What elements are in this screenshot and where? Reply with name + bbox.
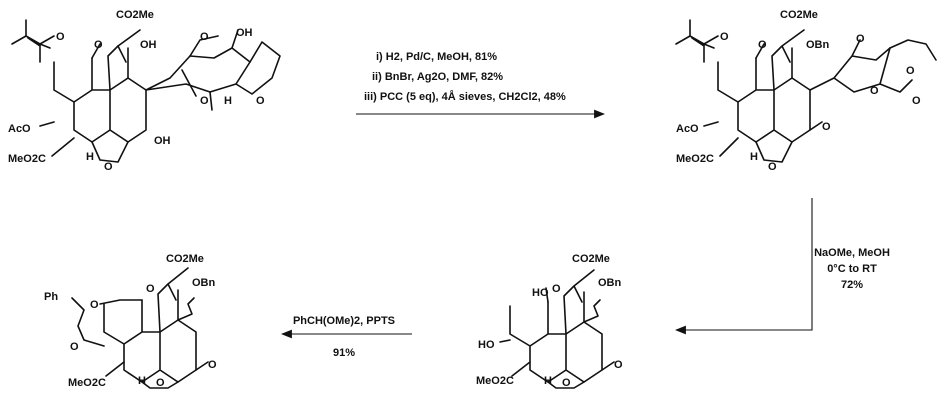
atom-label: OH [154,135,171,147]
atom-label: O [56,31,65,43]
condition-line: ii) BnBr, Ag2O, DMF, 82% [372,71,503,83]
atom-label: Ph [44,291,58,303]
atom-label: O [562,377,571,389]
atom-label: O [146,283,155,295]
atom-label: HO [478,339,495,351]
atom-label: CO2Me [572,253,610,265]
atom-label: MeO2C [8,153,46,165]
atom-label: OH [236,27,253,39]
atom-label: AcO [676,123,699,135]
atom-label: O [200,95,209,107]
atom-label: O [70,341,79,353]
atom-label: O [256,95,265,107]
atom-label: OBn [192,277,216,289]
atom-label: O [94,39,103,51]
atom-label: O [90,299,99,311]
atom-label: O [552,283,561,295]
atom-label: O [870,85,879,97]
atom-label: O [208,359,217,371]
condition-line: 0°C to RT [827,263,877,275]
atom-label: HO [532,287,549,299]
atom-label: O [906,65,915,77]
molecule-diol: CO2Me OBn HO O HO MeO2C H O O [476,253,623,389]
condition-line: i) H2, Pd/C, MeOH, 81% [376,51,497,63]
atom-label: CO2Me [116,9,154,21]
atom-label: H [224,95,232,107]
atom-label: H [544,375,552,387]
atom-label: OBn [806,39,830,51]
atom-label: OH [140,39,157,51]
atom-label: O [912,95,921,107]
atom-label: O [768,161,777,173]
atom-label: O [156,377,165,389]
atom-label: MeO2C [68,377,106,389]
molecule-starting-material: O CO2Me OH O O OH O H O AcO MeO2C H O OH [8,9,281,173]
atom-label: O [856,33,865,45]
atom-label: O [200,31,209,43]
molecule-intermediate: O CO2Me OBn O O O O O AcO MeO2C H O O [675,9,937,173]
condition-line: NaOMe, MeOH [814,247,890,259]
conditions-step2: NaOMe, MeOH 0°C to RT 72% [814,247,890,291]
atom-label: MeO2C [476,375,514,387]
atom-label: AcO [8,123,31,135]
atom-label: CO2Me [166,253,204,265]
atom-label: O [614,359,623,371]
atom-label: H [86,151,94,163]
condition-line: 91% [333,347,355,359]
atom-label: O [104,161,113,173]
conditions-step3: PhCH(OMe)2, PPTS 91% [293,315,395,359]
arrow-step2 [674,198,813,335]
atom-label: OBn [598,277,622,289]
atom-label: O [822,121,831,133]
molecule-benzylidene-acetal: CO2Me OBn O Ph O O MeO2C H O O [44,253,217,389]
condition-line: iii) PCC (5 eq), 4Å sieves, CH2Cl2, 48% [364,90,566,103]
atom-label: MeO2C [676,153,714,165]
condition-line: PhCH(OMe)2, PPTS [293,315,395,327]
atom-label: H [138,375,146,387]
atom-label: O [720,31,729,43]
condition-line: 72% [841,279,863,291]
atom-label: O [758,39,767,51]
atom-label: CO2Me [780,9,818,21]
atom-label: H [750,151,758,163]
conditions-step1: i) H2, Pd/C, MeOH, 81% ii) BnBr, Ag2O, D… [364,51,566,103]
